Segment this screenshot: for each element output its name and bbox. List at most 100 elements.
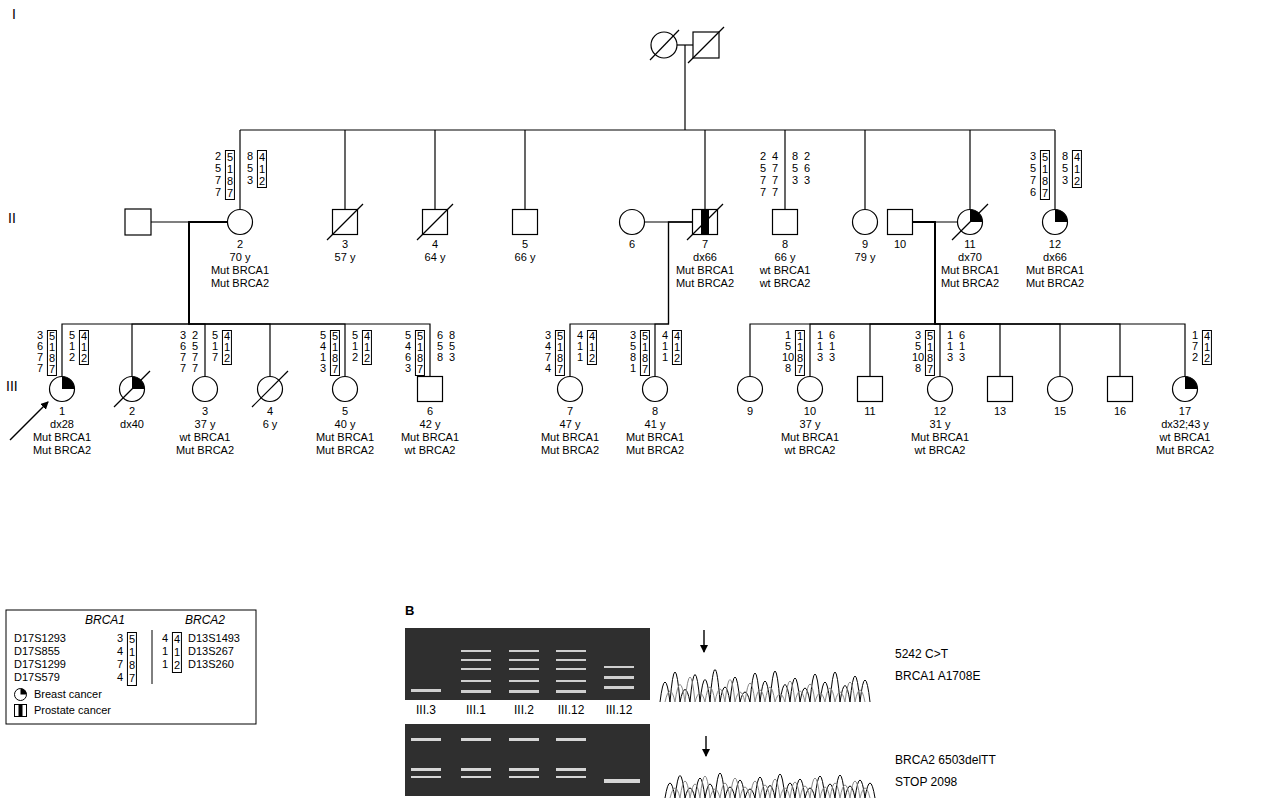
individual-detail: Mut BRCA1: [941, 264, 999, 277]
haplotype-alleles: 5 1 8 7: [555, 330, 565, 376]
figure-label: D13S260: [188, 658, 234, 671]
individual-text: 9: [747, 405, 753, 418]
individual-detail: Mut BRCA1: [911, 431, 969, 444]
individual-detail: 64 y: [425, 251, 446, 264]
individual-detail: Mut BRCA2: [211, 277, 269, 290]
haplotype-alleles: 5 1 8 7: [225, 150, 235, 200]
individual-detail: wt BRCA2: [911, 444, 969, 457]
individual-text: 7dx66Mut BRCA1Mut BRCA2: [676, 238, 734, 290]
figure-label: D13S1493: [188, 632, 240, 645]
pedigree-individual: 1037 yMut BRCA1wt BRCA2: [797, 376, 823, 402]
individual-detail: dx66: [676, 251, 734, 264]
individual-text: 566 y: [515, 238, 536, 264]
individual-text: 13: [994, 405, 1006, 418]
pedigree-symbol: [119, 376, 145, 402]
individual-number: 3: [176, 405, 234, 418]
pedigree-line: [913, 222, 1120, 376]
individual-detail: Mut BRCA2: [176, 444, 234, 457]
pedigree-line: [750, 222, 935, 376]
figure-label: D17S579: [14, 671, 60, 684]
pedigree-individual: 10: [887, 209, 913, 235]
individual-detail: wt BRCA1: [176, 431, 234, 444]
pedigree-individual: 866 ywt BRCA1wt BRCA2: [772, 209, 798, 235]
pedigree-individual: 11: [857, 376, 883, 402]
haplotype-alleles: 5 1 8 7: [1040, 150, 1050, 200]
individual-detail: Mut BRCA2: [541, 444, 599, 457]
individual-text: 12dx66Mut BRCA1Mut BRCA2: [1026, 238, 1084, 290]
affected-quadrant: [1055, 210, 1068, 223]
sequence-trace: [660, 630, 875, 798]
haplotype-alleles: 8 5 3: [1062, 150, 1068, 186]
haplotype-alleles: 2 5 7 7: [215, 150, 221, 198]
figure-label: D13S267: [188, 645, 234, 658]
deceased-slash: [417, 204, 453, 240]
haplotype-alleles: 4 1 2: [222, 330, 232, 365]
individual-number: 7: [541, 405, 599, 418]
figure-label: BRCA1 A1708E: [895, 670, 980, 683]
individual-number: 2: [211, 238, 269, 251]
haplotype-alleles: 4 1 1: [662, 330, 668, 363]
pedigree-symbol: [1047, 376, 1073, 402]
individual-detail: Mut BRCA1: [1026, 264, 1084, 277]
individual-number: 16: [1114, 405, 1126, 418]
pedigree-circle: [228, 210, 253, 235]
individual-number: 9: [747, 405, 753, 418]
figure-label: III.12: [558, 704, 585, 717]
pedigree-symbol: [692, 209, 718, 235]
individual-text: 642 yMut BRCA1wt BRCA2: [401, 405, 459, 457]
haplotype-alleles: 1 1 3: [947, 330, 953, 363]
individual-text: 540 yMut BRCA1Mut BRCA2: [316, 405, 374, 457]
deceased-slash: [687, 204, 723, 240]
legend-swatch: [14, 688, 27, 701]
pedigree-square: [858, 377, 883, 402]
haplotype-alleles: 3 5 10 8: [912, 330, 924, 374]
individual-detail: 66 y: [515, 251, 536, 264]
legend-text: Breast cancer: [34, 688, 102, 701]
pedigree-symbol: [1172, 376, 1198, 402]
pedigree-symbol: [957, 209, 983, 235]
pedigree-symbol: [887, 209, 913, 235]
individual-number: 15: [1054, 405, 1066, 418]
haplotype-alleles: 5 4 1 3: [320, 330, 326, 374]
haplotype-alleles: 4 1 2: [79, 330, 89, 365]
pedigree-individual: 747 yMut BRCA1Mut BRCA2: [557, 376, 583, 402]
individual-detail: dx70: [941, 251, 999, 264]
pedigree-individual: 15: [1047, 376, 1073, 402]
pedigree-individual: 16: [1107, 376, 1133, 402]
individual-detail: 66 y: [760, 251, 811, 264]
individual-text: 2dx40: [120, 405, 144, 431]
individual-detail: Mut BRCA2: [941, 277, 999, 290]
individual-detail: wt BRCA1: [760, 264, 811, 277]
pedigree-symbol: [1107, 376, 1133, 402]
haplotype-alleles: 5 1 8 7: [415, 330, 425, 376]
haplotype-alleles: 2 5 7 7: [760, 150, 766, 198]
pedigree-line: [870, 222, 935, 376]
individual-number: 6: [629, 238, 635, 251]
pedigree-individual: 642 yMut BRCA1wt BRCA2: [417, 376, 443, 402]
individual-text: 10: [894, 238, 906, 251]
deceased-slash: [327, 204, 363, 240]
pedigree-individual: 357 y: [332, 209, 358, 235]
individual-text: 841 yMut BRCA1Mut BRCA2: [626, 405, 684, 457]
haplotype-alleles: 2 5 7 7: [192, 330, 198, 374]
haplotype-alleles: 4 1 2: [1072, 150, 1082, 188]
individual-number: 8: [626, 405, 684, 418]
individual-number: 10: [781, 405, 839, 418]
pedigree-line: [62, 222, 227, 376]
pedigree-circle: [643, 377, 668, 402]
deceased-slash: [952, 204, 988, 240]
pedigree-symbol: [332, 209, 358, 235]
figure-label: BRCA1: [85, 614, 125, 627]
pedigree-circle: [620, 210, 645, 235]
legend-entry: Prostate cancer: [14, 704, 111, 717]
individual-number: 1: [33, 405, 91, 418]
individual-detail: Mut BRCA1: [626, 431, 684, 444]
individual-detail: dx32;43 y: [1156, 418, 1214, 431]
affected-quadrant: [62, 377, 75, 390]
pedigree-individual: 46 y: [257, 376, 283, 402]
pedigree-individual: 11dx70Mut BRCA1Mut BRCA2: [957, 209, 983, 235]
haplotype-alleles: 6 1 3: [959, 330, 965, 363]
pedigree-individual: 540 yMut BRCA1Mut BRCA2: [332, 376, 358, 402]
